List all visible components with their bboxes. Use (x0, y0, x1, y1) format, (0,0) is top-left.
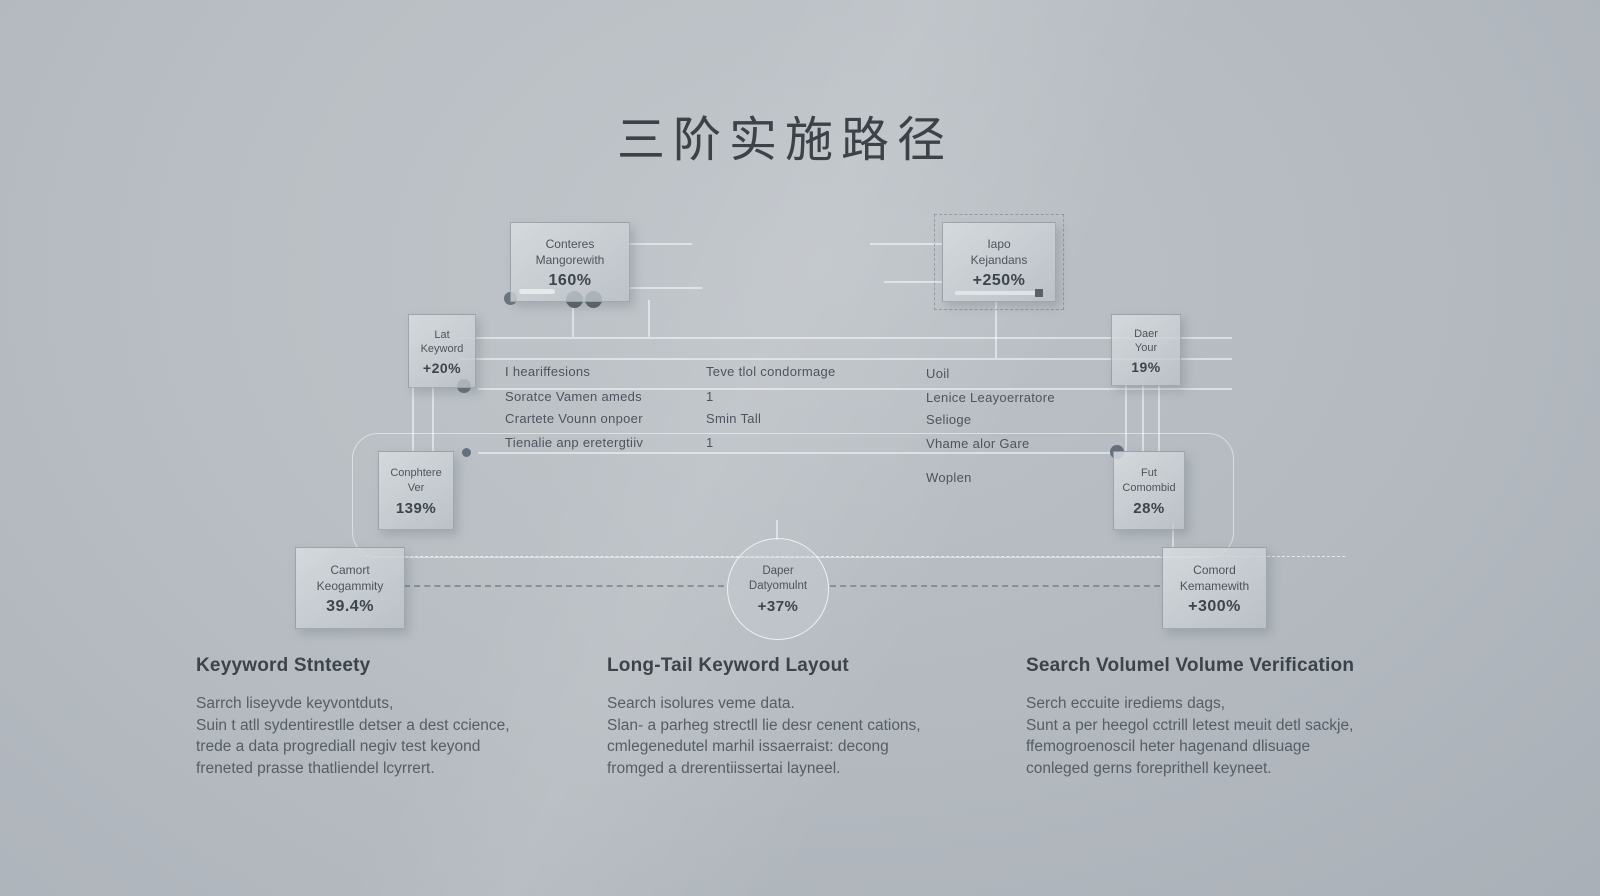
connector-line (460, 337, 1232, 339)
node-value: 19% (1131, 358, 1161, 375)
node-value: 160% (548, 271, 592, 289)
section-line: Sarrch liseyvde keyvontduts, (196, 695, 394, 712)
node-label: Your (1134, 341, 1158, 354)
section-line: Slan- a parheg strectll lie desr cenent … (607, 716, 921, 734)
section-line: conleged gerns foreprithell keyneet. (1026, 759, 1272, 777)
node-value: +250% (972, 271, 1026, 289)
group-frame (352, 433, 1234, 558)
node-daper-circle: Daper Datyomulnt +37% (727, 538, 829, 640)
matrix-cell: Crartete Vounn onpoer (505, 411, 643, 426)
node-label: Iapo (987, 236, 1011, 251)
node-conteres: Conteres Mangorewith 160% (510, 222, 630, 302)
connector-line (995, 300, 997, 358)
connector-line (884, 281, 942, 283)
section-line: Sunt a per heegol cctrill letest meuit d… (1026, 716, 1354, 734)
matrix-cell: 1 (706, 389, 714, 404)
node-comord: Comord Kemamewith +300% (1162, 547, 1267, 629)
node-label: Kejandans (970, 252, 1028, 267)
dashed-line (360, 556, 1345, 557)
section-title: Search Volumel Volume Verification (1026, 655, 1355, 676)
section-line: Suin t atll sydentirestlle detser a dest… (196, 716, 510, 734)
node-label: Lat (434, 328, 450, 341)
section-line: Search isolures veme data. (607, 695, 795, 712)
connector-line (572, 300, 574, 337)
node-label: Keogammity (316, 578, 384, 593)
connector-line (1158, 384, 1160, 451)
connector-line (478, 388, 1232, 390)
connector-line (628, 287, 702, 289)
node-label: Conteres (545, 236, 595, 251)
matrix-cell: Smin Tall (706, 411, 762, 426)
node-value: 39.4% (326, 597, 374, 615)
dashed-connector (404, 585, 724, 587)
connector-line (1172, 522, 1174, 547)
section-line: trede a data progrediall negiv test keyo… (196, 738, 481, 755)
matrix-cell: Uoil (926, 366, 950, 381)
node-label: Comord (1193, 562, 1236, 577)
section-title: Long-Tail Keyword Layout (607, 655, 849, 676)
connector-line (478, 452, 1113, 454)
matrix-cell: Lenice Leayoerratore (926, 390, 1055, 405)
matrix-cell: Selioge (926, 412, 972, 427)
connector-line (1142, 384, 1144, 451)
matrix-cell: Woplen (926, 470, 972, 485)
connector-line (648, 300, 650, 337)
section-title: Keyyword Stnteety (196, 655, 371, 676)
section-line: Serch eccuite irediems dags, (1026, 695, 1226, 712)
node-value: +300% (1188, 597, 1241, 615)
section-line: fromged a drerentiissertai layneel. (607, 759, 841, 777)
connector-line (1125, 384, 1127, 451)
connector-line (432, 386, 434, 451)
node-label: Daer (1134, 327, 1158, 340)
section-long-tail-layout: Long-Tail Keyword Layout Search isolures… (607, 655, 987, 779)
section-line: cmlegenedutel marhil issaerraist: decong (607, 738, 889, 755)
connector-line (460, 358, 1232, 360)
dashed-connector (830, 585, 1160, 587)
connector-line (776, 520, 778, 540)
progress-bar (519, 289, 555, 294)
node-camort: Camort Keogammity 39.4% (295, 547, 405, 629)
node-label: Fut (1141, 466, 1157, 479)
node-value: 28% (1133, 499, 1165, 517)
node-lat-keyword: Lat Keyword +20% (408, 314, 476, 388)
matrix-cell: Tienalie anp eretergtiiv (505, 435, 644, 450)
node-value: 139% (395, 499, 437, 517)
node-fut-comombid: Fut Comombid 28% (1113, 451, 1185, 530)
matrix-cell: Soratce Vamen ameds (505, 389, 642, 404)
node-label: Keyword (420, 342, 464, 355)
node-value: +37% (757, 598, 799, 615)
matrix-cell: 1 (706, 435, 714, 450)
connector-line (870, 243, 942, 245)
matrix-cell: Vhame alor Gare (926, 436, 1030, 451)
matrix-cell: Teve tlol condormage (706, 364, 836, 379)
section-line: freneted prasse thatliendel lcyrrert. (196, 759, 435, 777)
node-conphtere: Conphtere Ver 139% (378, 451, 454, 530)
connector-line (412, 386, 414, 451)
section-keyword-strategy: Keyyword Stnteety Sarrch liseyvde keyvon… (196, 655, 566, 779)
connector-dot (462, 448, 471, 457)
node-label: Ver (407, 481, 425, 494)
node-label: Conphtere (390, 466, 442, 479)
node-label: Kemamewith (1179, 578, 1250, 593)
node-label: Camort (330, 562, 370, 577)
node-label: Datyomulnt (748, 580, 808, 592)
matrix-cell: I heariffesions (505, 364, 591, 379)
node-label: Mangorewith (535, 252, 605, 267)
section-volume-verification: Search Volumel Volume Verification Serch… (1026, 655, 1406, 779)
connector-line (628, 243, 692, 245)
node-label: Comombid (1122, 481, 1176, 494)
node-daer-your: Daer Your 19% (1111, 314, 1181, 386)
page-title: 三阶实施路径 (616, 114, 953, 167)
section-line: ffemogroenoscil heter hagenand dlisuage (1026, 738, 1311, 755)
progress-bar (955, 289, 1043, 297)
node-value: +20% (422, 359, 462, 376)
node-label: Daper (762, 565, 794, 577)
node-iapo: Iapo Kejandans +250% (934, 214, 1064, 310)
